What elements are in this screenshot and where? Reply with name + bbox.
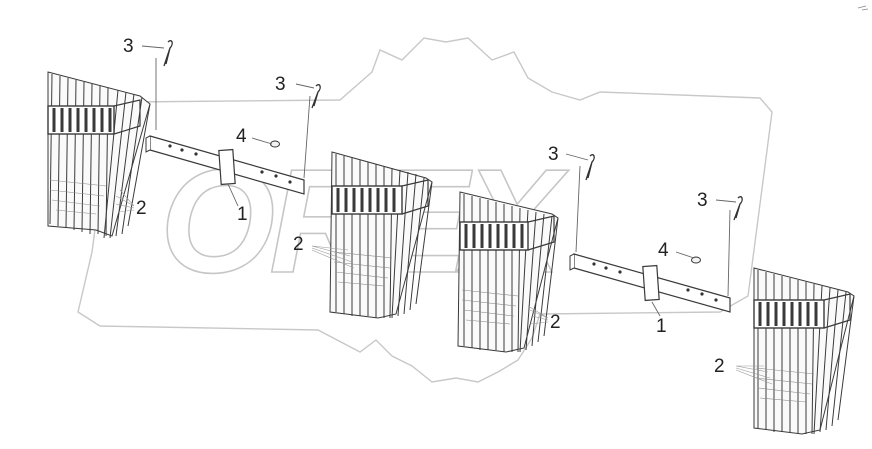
hatch-right	[755, 367, 815, 403]
leader-fans	[115, 189, 773, 385]
callout-2: 2	[550, 312, 561, 333]
bracket-left-holes	[168, 144, 292, 184]
watermark-gear	[77, 37, 773, 383]
pin-icon	[311, 84, 321, 109]
tines-center-right	[463, 194, 559, 353]
callout-3: 3	[548, 144, 559, 165]
bracket-right-holes	[592, 262, 718, 302]
bracket-right	[569, 253, 731, 313]
harrow-section-center-right	[457, 191, 559, 353]
frame-bar-left	[47, 99, 141, 135]
callout-labels: 3 3 4 2 1 2 3 2 3 4 1 2	[123, 36, 725, 377]
tines-right	[757, 270, 855, 435]
pin-icon	[585, 154, 595, 181]
frame-bar-center	[331, 179, 429, 215]
hatch-center	[333, 251, 393, 287]
hatch-center-right	[461, 289, 519, 325]
leader-lines	[115, 45, 773, 385]
callout-1: 1	[656, 316, 667, 337]
tines-center	[335, 154, 433, 319]
tines-left	[49, 73, 151, 239]
harrow-section-center	[329, 151, 433, 319]
harrow-section-right	[753, 267, 855, 435]
nut-icon	[691, 256, 701, 264]
callout-1: 1	[237, 204, 248, 225]
pin-icon	[733, 196, 743, 221]
callout-3: 3	[697, 190, 708, 211]
callout-2: 2	[136, 198, 147, 219]
frame-bar-center-right	[459, 215, 555, 251]
corner-mark	[857, 5, 869, 11]
callout-4: 4	[658, 240, 669, 261]
bracket-left	[145, 135, 305, 195]
callout-4: 4	[236, 126, 247, 147]
callout-3: 3	[275, 74, 286, 95]
callout-2: 2	[293, 234, 304, 255]
hatch-left	[49, 179, 107, 215]
callout-2: 2	[714, 356, 725, 377]
harrow-section-left	[47, 71, 151, 239]
callout-3: 3	[123, 36, 134, 57]
frame-bar-right	[753, 293, 851, 329]
pin-icon	[163, 40, 173, 67]
